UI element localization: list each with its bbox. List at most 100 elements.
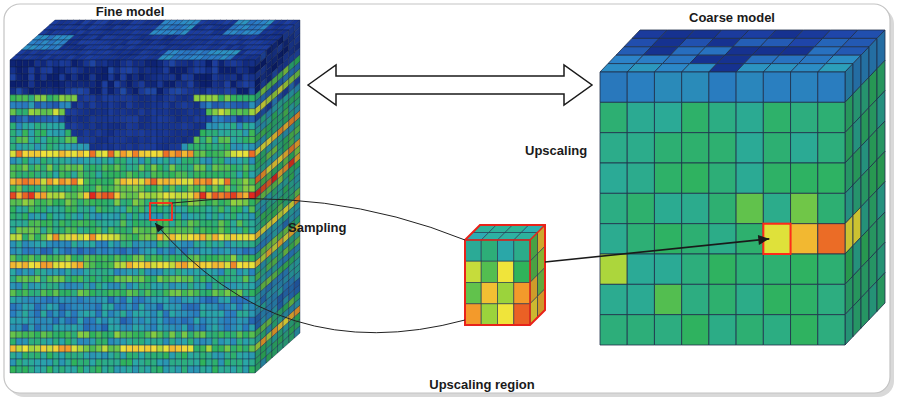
grid-cell (175, 81, 181, 88)
grid-cell (102, 95, 108, 102)
grid-cell (96, 150, 102, 157)
grid-cell (169, 171, 175, 178)
grid-cell (65, 192, 71, 199)
grid-cell (114, 123, 120, 130)
grid-cell (133, 88, 139, 95)
grid-cell (114, 171, 120, 178)
grid-cell (212, 227, 218, 234)
grid-cell (218, 164, 224, 171)
grid-cell (182, 130, 188, 137)
grid-cell (188, 102, 194, 109)
grid-cell (90, 248, 96, 255)
grid-cell (22, 220, 28, 227)
grid-cell (249, 116, 255, 123)
grid-cell (157, 157, 163, 164)
grid-cell (194, 95, 200, 102)
grid-cell (16, 255, 22, 262)
grid-cell (16, 116, 22, 123)
grid-cell (243, 164, 249, 171)
grid-cell (114, 234, 120, 241)
grid-cell (96, 171, 102, 178)
grid-cell (151, 248, 157, 255)
grid-cell (133, 269, 139, 276)
grid-cell (145, 227, 151, 234)
grid-cell (206, 143, 212, 150)
grid-cell (249, 213, 255, 220)
grid-cell (175, 95, 181, 102)
grid-cell (90, 60, 96, 67)
grid-cell (218, 255, 224, 262)
grid-cell (16, 178, 22, 185)
grid-cell (126, 157, 132, 164)
grid-cell (120, 220, 126, 227)
grid-cell (224, 81, 230, 88)
grid-cell (139, 123, 145, 130)
grid-cell (53, 109, 59, 116)
grid-cell (237, 60, 243, 67)
grid-cell (175, 213, 181, 220)
grid-cell (120, 137, 126, 144)
grid-cell (114, 164, 120, 171)
grid-cell (126, 60, 132, 67)
grid-cell (22, 67, 28, 74)
grid-cell (16, 213, 22, 220)
grid-cell (96, 74, 102, 81)
grid-cell (47, 171, 53, 178)
grid-cell (237, 213, 243, 220)
grid-cell (102, 102, 108, 109)
grid-cell (84, 234, 90, 241)
grid-cell (120, 262, 126, 269)
grid-cell (145, 60, 151, 67)
grid-cell (47, 81, 53, 88)
grid-cell (120, 234, 126, 241)
grid-cell (41, 60, 47, 67)
grid-cell (71, 185, 77, 192)
grid-cell (114, 269, 120, 276)
grid-cell (194, 130, 200, 137)
grid-cell (84, 262, 90, 269)
grid-cell (120, 102, 126, 109)
grid-cell (65, 248, 71, 255)
grid-cell (22, 88, 28, 95)
grid-cell (28, 67, 34, 74)
grid-cell (243, 241, 249, 248)
grid-cell (182, 206, 188, 213)
grid-cell (126, 137, 132, 144)
grid-cell (212, 60, 218, 67)
grid-cell (249, 227, 255, 234)
grid-cell (84, 81, 90, 88)
grid-cell (84, 227, 90, 234)
grid-cell (224, 269, 230, 276)
grid-cell (35, 150, 41, 157)
grid-cell (35, 213, 41, 220)
grid-cell (231, 276, 237, 283)
grid-cell (151, 67, 157, 74)
grid-cell (108, 276, 114, 283)
grid-cell (206, 213, 212, 220)
grid-cell (139, 109, 145, 116)
grid-cell (53, 67, 59, 74)
grid-cell (114, 74, 120, 81)
grid-cell (194, 116, 200, 123)
grid-cell (84, 213, 90, 220)
grid-cell (243, 178, 249, 185)
grid-cell (71, 213, 77, 220)
grid-cell (218, 116, 224, 123)
grid-cell (218, 241, 224, 248)
grid-cell (84, 171, 90, 178)
grid-cell (151, 143, 157, 150)
grid-cell (151, 262, 157, 269)
grid-cell (133, 185, 139, 192)
grid-cell (133, 276, 139, 283)
grid-cell (194, 206, 200, 213)
grid-cell (22, 164, 28, 171)
grid-cell (84, 241, 90, 248)
grid-cell (47, 143, 53, 150)
grid-cell (163, 109, 169, 116)
grid-cell (212, 248, 218, 255)
grid-cell (182, 164, 188, 171)
grid-cell (16, 220, 22, 227)
grid-cell (84, 88, 90, 95)
grid-cell (139, 241, 145, 248)
grid-cell (200, 276, 206, 283)
